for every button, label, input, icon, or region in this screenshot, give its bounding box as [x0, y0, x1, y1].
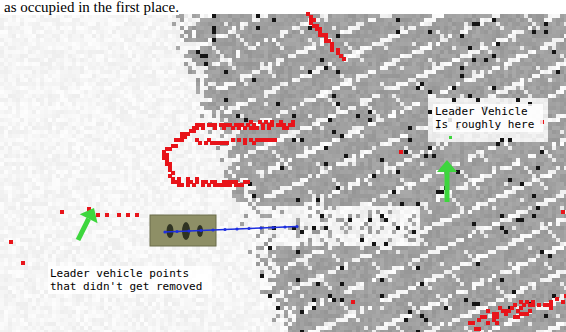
annotation: Leader Vehicle Is roughly here [433, 104, 543, 132]
pointer-arrow [78, 208, 98, 240]
body-text: as occupied in the first place. [4, 0, 179, 15]
annotation: Leader vehicle points that didn't get re… [48, 266, 212, 294]
grid-cells [0, 14, 566, 332]
leader-point [449, 136, 452, 139]
obstacle-points [9, 12, 566, 331]
path-line [165, 227, 297, 233]
pointer-arrow [437, 160, 457, 202]
path-points [163, 225, 298, 234]
